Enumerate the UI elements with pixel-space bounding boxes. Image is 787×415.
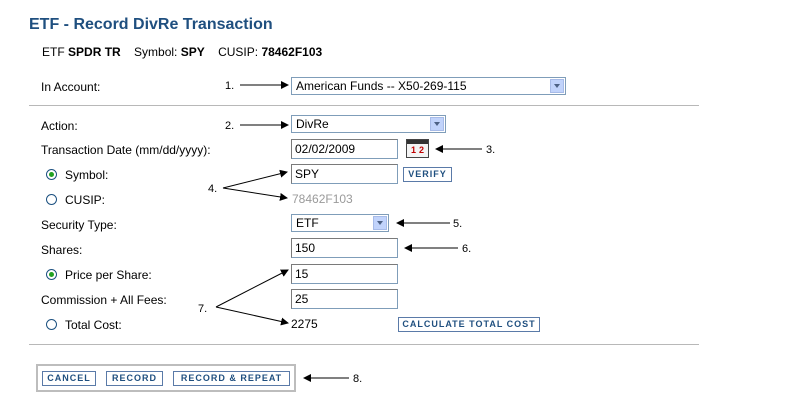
action-selected: DivRe — [296, 117, 329, 131]
total-radio-label: Total Cost: — [65, 318, 122, 332]
price-radio-label: Price per Share: — [65, 268, 152, 282]
annotation-number: 2. — [225, 120, 235, 132]
account-select[interactable]: American Funds -- X50-269-115 — [291, 77, 566, 95]
divider — [29, 105, 699, 106]
security-type-selected: ETF — [296, 216, 319, 230]
total-value: 2275 — [291, 317, 318, 331]
verify-button[interactable]: VERIFY — [403, 167, 452, 182]
security-type-label: Security Type: — [41, 218, 117, 232]
symbol-radio[interactable] — [46, 169, 57, 180]
cusip-field[interactable]: 78462F103 — [292, 192, 353, 206]
cusip-label: CUSIP: — [218, 45, 259, 59]
symbol-radio-label: Symbol: — [65, 168, 109, 182]
arrow-7b — [215, 306, 289, 326]
annotation-number: 4. — [208, 183, 218, 195]
annotation-number: 6. — [462, 243, 472, 255]
annotation-number: 3. — [486, 144, 496, 156]
symbol-input[interactable]: SPY — [291, 164, 398, 184]
annotation-number: 8. — [353, 373, 363, 385]
account-selected: American Funds -- X50-269-115 — [296, 79, 467, 93]
security-summary: ETF SPDR TR Symbol: SPY CUSIP: 78462F103 — [42, 45, 322, 59]
shares-label: Shares: — [41, 243, 83, 257]
page-title: ETF - Record DivRe Transaction — [29, 16, 273, 33]
etf-name: SPDR TR — [68, 45, 121, 59]
cusip-radio-label: CUSIP: — [65, 193, 106, 207]
action-select[interactable]: DivRe — [291, 115, 446, 133]
fees-input[interactable]: 25 — [291, 289, 398, 309]
etf-prefix: ETF — [42, 45, 65, 59]
total-radio[interactable] — [46, 319, 57, 330]
calendar-icon[interactable]: 1 2 — [406, 139, 429, 158]
chevron-down-icon[interactable] — [373, 216, 387, 230]
price-radio[interactable] — [46, 269, 57, 280]
arrow-4a — [222, 169, 288, 189]
annotation-number: 5. — [453, 218, 463, 230]
record-button[interactable]: RECORD — [106, 371, 163, 386]
arrow-4b — [222, 187, 288, 201]
symbol-label: Symbol: — [134, 45, 178, 59]
date-label: Transaction Date (mm/dd/yyyy): — [41, 143, 211, 157]
account-label: In Account: — [41, 80, 101, 94]
annotation-number: 7. — [198, 303, 208, 315]
record-repeat-button[interactable]: RECORD & REPEAT — [173, 371, 290, 386]
shares-input[interactable]: 150 — [291, 238, 398, 258]
arrow-7a — [215, 269, 289, 308]
price-input[interactable]: 15 — [291, 264, 398, 284]
calendar-digit: 1 — [411, 145, 417, 155]
cusip-radio[interactable] — [46, 194, 57, 205]
divider — [29, 344, 699, 345]
cancel-button[interactable]: CANCEL — [42, 371, 96, 386]
chevron-down-icon[interactable] — [430, 117, 444, 131]
symbol-value: SPY — [180, 45, 205, 59]
security-type-select[interactable]: ETF — [291, 214, 389, 232]
action-button-group — [36, 364, 296, 392]
chevron-down-icon[interactable] — [550, 79, 564, 93]
fees-label: Commission + All Fees: — [41, 293, 167, 307]
calendar-digit: 2 — [419, 145, 425, 155]
action-label: Action: — [41, 119, 78, 133]
calculate-total-button[interactable]: CALCULATE TOTAL COST — [398, 317, 540, 332]
date-input[interactable]: 02/02/2009 — [291, 139, 398, 159]
annotation-number: 1. — [225, 80, 235, 92]
cusip-value: 78462F103 — [261, 45, 323, 59]
